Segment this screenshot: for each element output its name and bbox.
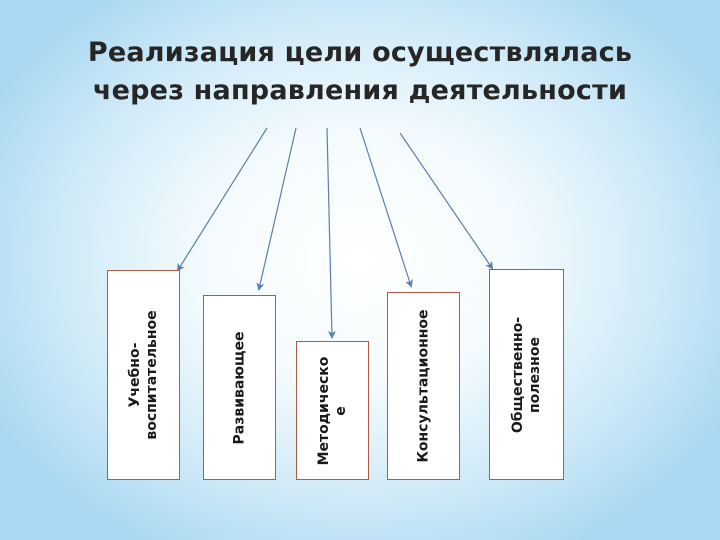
slide-title-line-1: Реализация цели осуществлялась bbox=[87, 37, 633, 68]
direction-box-uchebno-vospitatelnoe: Учебно- воспитательное bbox=[107, 270, 180, 480]
slide-title-line-2: через направления деятельности bbox=[92, 75, 628, 106]
direction-label-uchebno-vospitatelnoe: Учебно- воспитательное bbox=[126, 310, 160, 440]
direction-box-konsultatsionnoe: Консультационное bbox=[387, 292, 460, 480]
arrow-to-konsultatsionnoe bbox=[359, 127, 413, 288]
direction-label-obshchestvenno-poleznoe: Общественно- полезное bbox=[509, 316, 543, 433]
slide-title: Реализация цели осуществлялась через нап… bbox=[0, 34, 720, 110]
arrow-to-metodicheskoe bbox=[326, 127, 336, 339]
direction-box-obshchestvenno-poleznoe: Общественно- полезное bbox=[489, 269, 564, 480]
direction-box-razvivayushchee: Развивающее bbox=[203, 295, 276, 480]
direction-label-konsultatsionnoe: Консультационное bbox=[415, 309, 431, 463]
direction-label-razvivayushchee: Развивающее bbox=[231, 331, 247, 444]
arrow-to-obshchestvenno-poleznoe bbox=[399, 132, 494, 270]
arrow-to-razvivayushchee bbox=[256, 127, 297, 291]
arrow-to-uchebno-vospitatelnoe bbox=[176, 127, 268, 272]
direction-box-metodicheskoe: Методическо е bbox=[296, 341, 369, 480]
direction-label-metodicheskoe: Методическо е bbox=[315, 356, 349, 465]
